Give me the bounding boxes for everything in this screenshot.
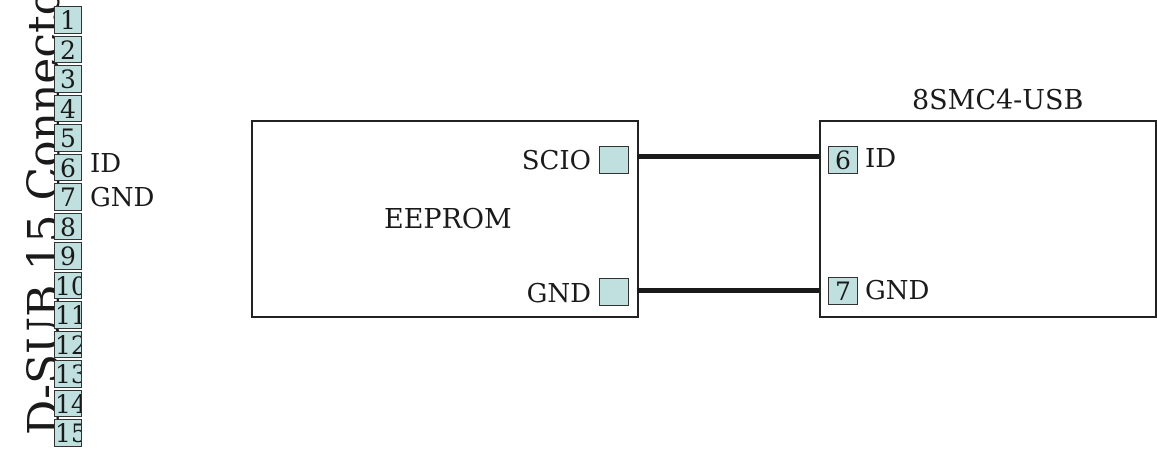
connector-pin-7: 7 xyxy=(54,183,82,211)
controller-pin-6: 6 xyxy=(828,146,858,174)
connector-pin-10: 10 xyxy=(54,271,82,299)
controller-block: 6 ID 7 GND xyxy=(819,120,1157,318)
connector-pin-13: 13 xyxy=(54,360,82,388)
connector-pin-4: 4 xyxy=(54,94,82,122)
pin-column: 123456789101112131415 xyxy=(54,6,84,449)
eeprom-scio-port xyxy=(599,146,629,174)
eeprom-scio-label: SCIO xyxy=(521,146,591,176)
connector-pin-12: 12 xyxy=(54,330,82,358)
connector-pin-7-label: GND xyxy=(90,183,155,213)
eeprom-name: EEPROM xyxy=(384,204,512,235)
controller-pin-7-label: GND xyxy=(865,276,930,306)
connector-pin-5: 5 xyxy=(54,124,82,152)
connector-pin-3: 3 xyxy=(54,65,82,93)
controller-pin-7: 7 xyxy=(828,277,858,305)
connector-pin-6: 6 xyxy=(54,153,82,181)
wire-gnd-to-gnd xyxy=(637,288,822,293)
connector-pin-2: 2 xyxy=(54,35,82,63)
eeprom-gnd-port xyxy=(599,278,629,306)
controller-name: 8SMC4-USB xyxy=(912,85,1084,116)
eeprom-block: EEPROM SCIO GND xyxy=(251,120,639,318)
connector-pin-6-label: ID xyxy=(90,149,122,179)
wire-scio-to-id xyxy=(637,154,822,159)
connector-pin-15: 15 xyxy=(54,419,82,447)
connector-pin-1: 1 xyxy=(54,6,82,34)
connector-pin-11: 11 xyxy=(54,301,82,329)
eeprom-gnd-label: GND xyxy=(526,279,591,309)
connector-pin-14: 14 xyxy=(54,389,82,417)
connector-pin-8: 8 xyxy=(54,212,82,240)
controller-pin-6-label: ID xyxy=(865,144,897,174)
connector-pin-9: 9 xyxy=(54,242,82,270)
